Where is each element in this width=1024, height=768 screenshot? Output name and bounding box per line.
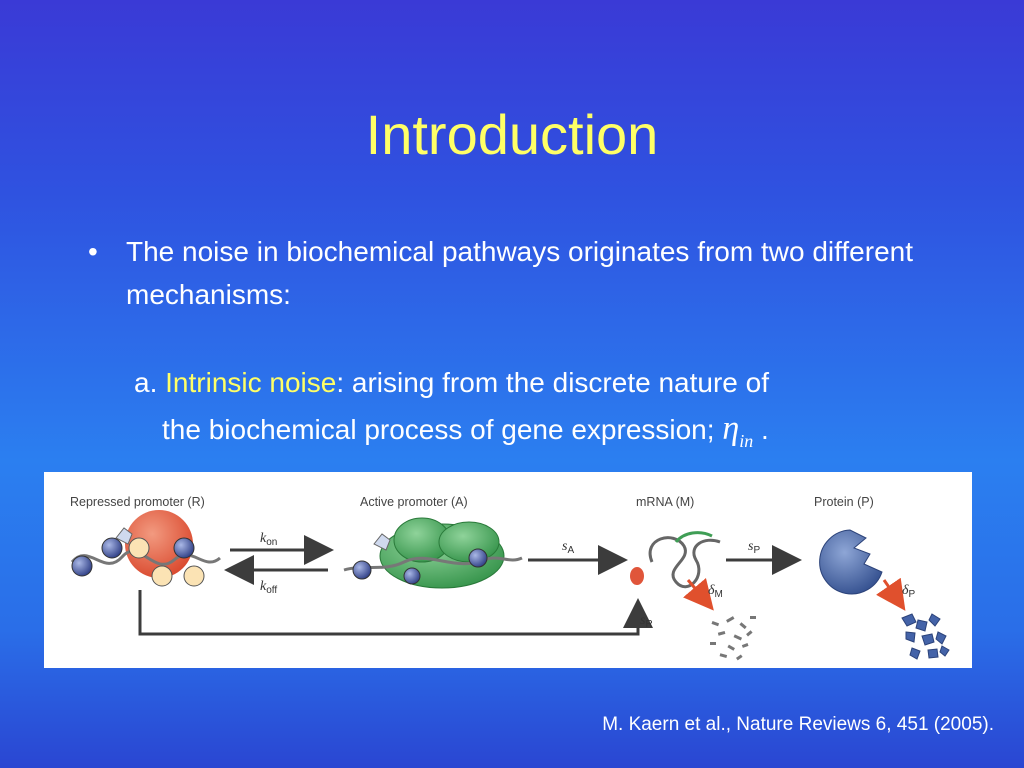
dm-symbol: δ bbox=[708, 583, 715, 598]
dm-arrow bbox=[683, 577, 714, 611]
intrinsic-noise-term: Intrinsic noise bbox=[165, 367, 337, 398]
dm-subscript: M bbox=[715, 589, 723, 600]
protein-icon bbox=[819, 529, 883, 595]
sr-label: sR bbox=[640, 613, 653, 630]
mrna-fragments bbox=[710, 616, 756, 661]
slide-title: Introduction bbox=[365, 103, 659, 166]
label-repressed-promoter: Repressed promoter (R) bbox=[70, 495, 205, 509]
kon-label: kon bbox=[260, 531, 277, 548]
sr-symbol: s bbox=[640, 613, 646, 628]
citation: M. Kaern et al., Nature Reviews 6, 451 (… bbox=[602, 714, 994, 735]
sa-symbol: s bbox=[562, 539, 568, 554]
dp-subscript: P bbox=[909, 589, 916, 600]
kon-subscript: on bbox=[266, 537, 277, 548]
eta-letter: η bbox=[722, 410, 740, 447]
koff-subscript: off bbox=[266, 585, 277, 596]
sa-subscript: A bbox=[567, 545, 574, 556]
bullet-point: • The noise in biochemical pathways orig… bbox=[88, 230, 928, 316]
gene-expression-diagram: Repressed promoter (R) Active promoter (… bbox=[70, 495, 950, 661]
koff-symbol: k bbox=[260, 579, 267, 594]
point-line2-end: . bbox=[753, 414, 769, 445]
bullet-marker: • bbox=[88, 236, 98, 267]
point-line2: the biochemical process of gene expressi… bbox=[134, 406, 954, 464]
label-mrna: mRNA (M) bbox=[636, 495, 694, 509]
protein-fragments bbox=[901, 613, 950, 660]
point-line1-rest: : arising from the discrete nature of bbox=[336, 367, 769, 398]
mrna-icon bbox=[630, 531, 721, 589]
bullet-text: The noise in biochemical pathways origin… bbox=[126, 236, 913, 310]
point-line2-text: the biochemical process of gene expressi… bbox=[162, 414, 723, 445]
active-promoter-icon bbox=[343, 517, 523, 589]
eta-subscript: in bbox=[739, 430, 754, 451]
sr-feedback-arrow bbox=[138, 590, 653, 636]
sp-symbol: s bbox=[748, 539, 754, 554]
dp-symbol: δ bbox=[902, 583, 909, 598]
gene-expression-figure: Repressed promoter (R) Active promoter (… bbox=[44, 472, 972, 668]
eta-symbol: ηin bbox=[722, 410, 753, 451]
sr-subscript: R bbox=[645, 619, 652, 630]
sa-label: sA bbox=[562, 539, 574, 556]
dm-label: δM bbox=[708, 583, 723, 600]
dp-label: δP bbox=[902, 583, 916, 600]
label-protein: Protein (P) bbox=[814, 495, 874, 509]
label-active-promoter: Active promoter (A) bbox=[360, 495, 468, 509]
repressed-promoter-icon bbox=[70, 510, 221, 587]
sp-subscript: P bbox=[753, 545, 760, 556]
kon-symbol: k bbox=[260, 531, 267, 546]
intrinsic-noise-point: a. Intrinsic noise: arising from the dis… bbox=[134, 360, 954, 464]
sp-label: sP bbox=[748, 539, 760, 556]
dp-arrow bbox=[876, 577, 906, 611]
point-prefix: a. bbox=[134, 367, 166, 398]
koff-label: koff bbox=[260, 579, 277, 596]
